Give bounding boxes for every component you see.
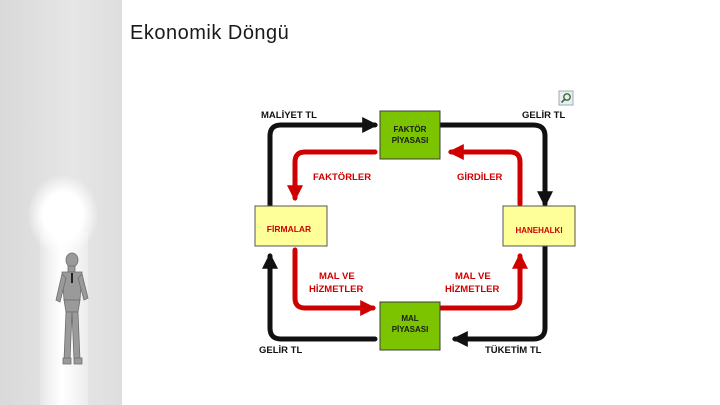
inputs-label: GİRDİLER [457, 172, 503, 183]
keyhole-opening [40, 232, 88, 405]
firms-label: FİRMALAR [267, 224, 311, 234]
factor-market-label-1: FAKTÖR [394, 125, 427, 134]
factors-label: FAKTÖRLER [313, 172, 371, 183]
goods-services-left-label-1: MAL VE [319, 271, 355, 282]
goods-market-label-1: MAL [401, 314, 418, 323]
income-tl-top-label: GELİR TL [522, 110, 565, 121]
goods-services-left-label-2: HİZMETLER [309, 284, 363, 295]
real-flow-goods-left [292, 247, 377, 317]
real-flow-goods-right [437, 252, 529, 311]
money-flow-income-top [437, 122, 554, 208]
economic-cycle-diagram: FAKTÖR PİYASASI MAL PİYASASI FİRMALAR HA… [254, 90, 576, 356]
income-tl-bottom-label: GELİR TL [259, 345, 302, 356]
goods-services-right-label-1: MAL VE [455, 271, 491, 282]
consumption-tl-label: TÜKETİM TL [485, 345, 542, 356]
real-flow-factors [286, 149, 378, 202]
cost-tl-label: MALİYET TL [261, 110, 317, 121]
money-flow-consumption [451, 241, 548, 348]
slide-title: Ekonomik Döngü [130, 22, 290, 44]
households-label: HANEHALKI [515, 226, 562, 235]
mannequin-figure [55, 252, 89, 365]
money-flow-cost [267, 116, 379, 215]
zoom-icon[interactable] [558, 90, 574, 106]
money-flow-income-bottom [261, 252, 378, 342]
real-flow-inputs [447, 143, 523, 207]
firms-box [254, 205, 328, 247]
goods-services-right-label-2: HİZMETLER [445, 284, 499, 295]
side-image-panel [0, 0, 122, 405]
factor-market-label-2: PİYASASI [392, 136, 429, 145]
goods-market-label-2: PİYASASI [392, 325, 429, 334]
goods-market-box [379, 301, 441, 351]
households-box [502, 205, 576, 247]
factor-market-box [379, 110, 441, 160]
